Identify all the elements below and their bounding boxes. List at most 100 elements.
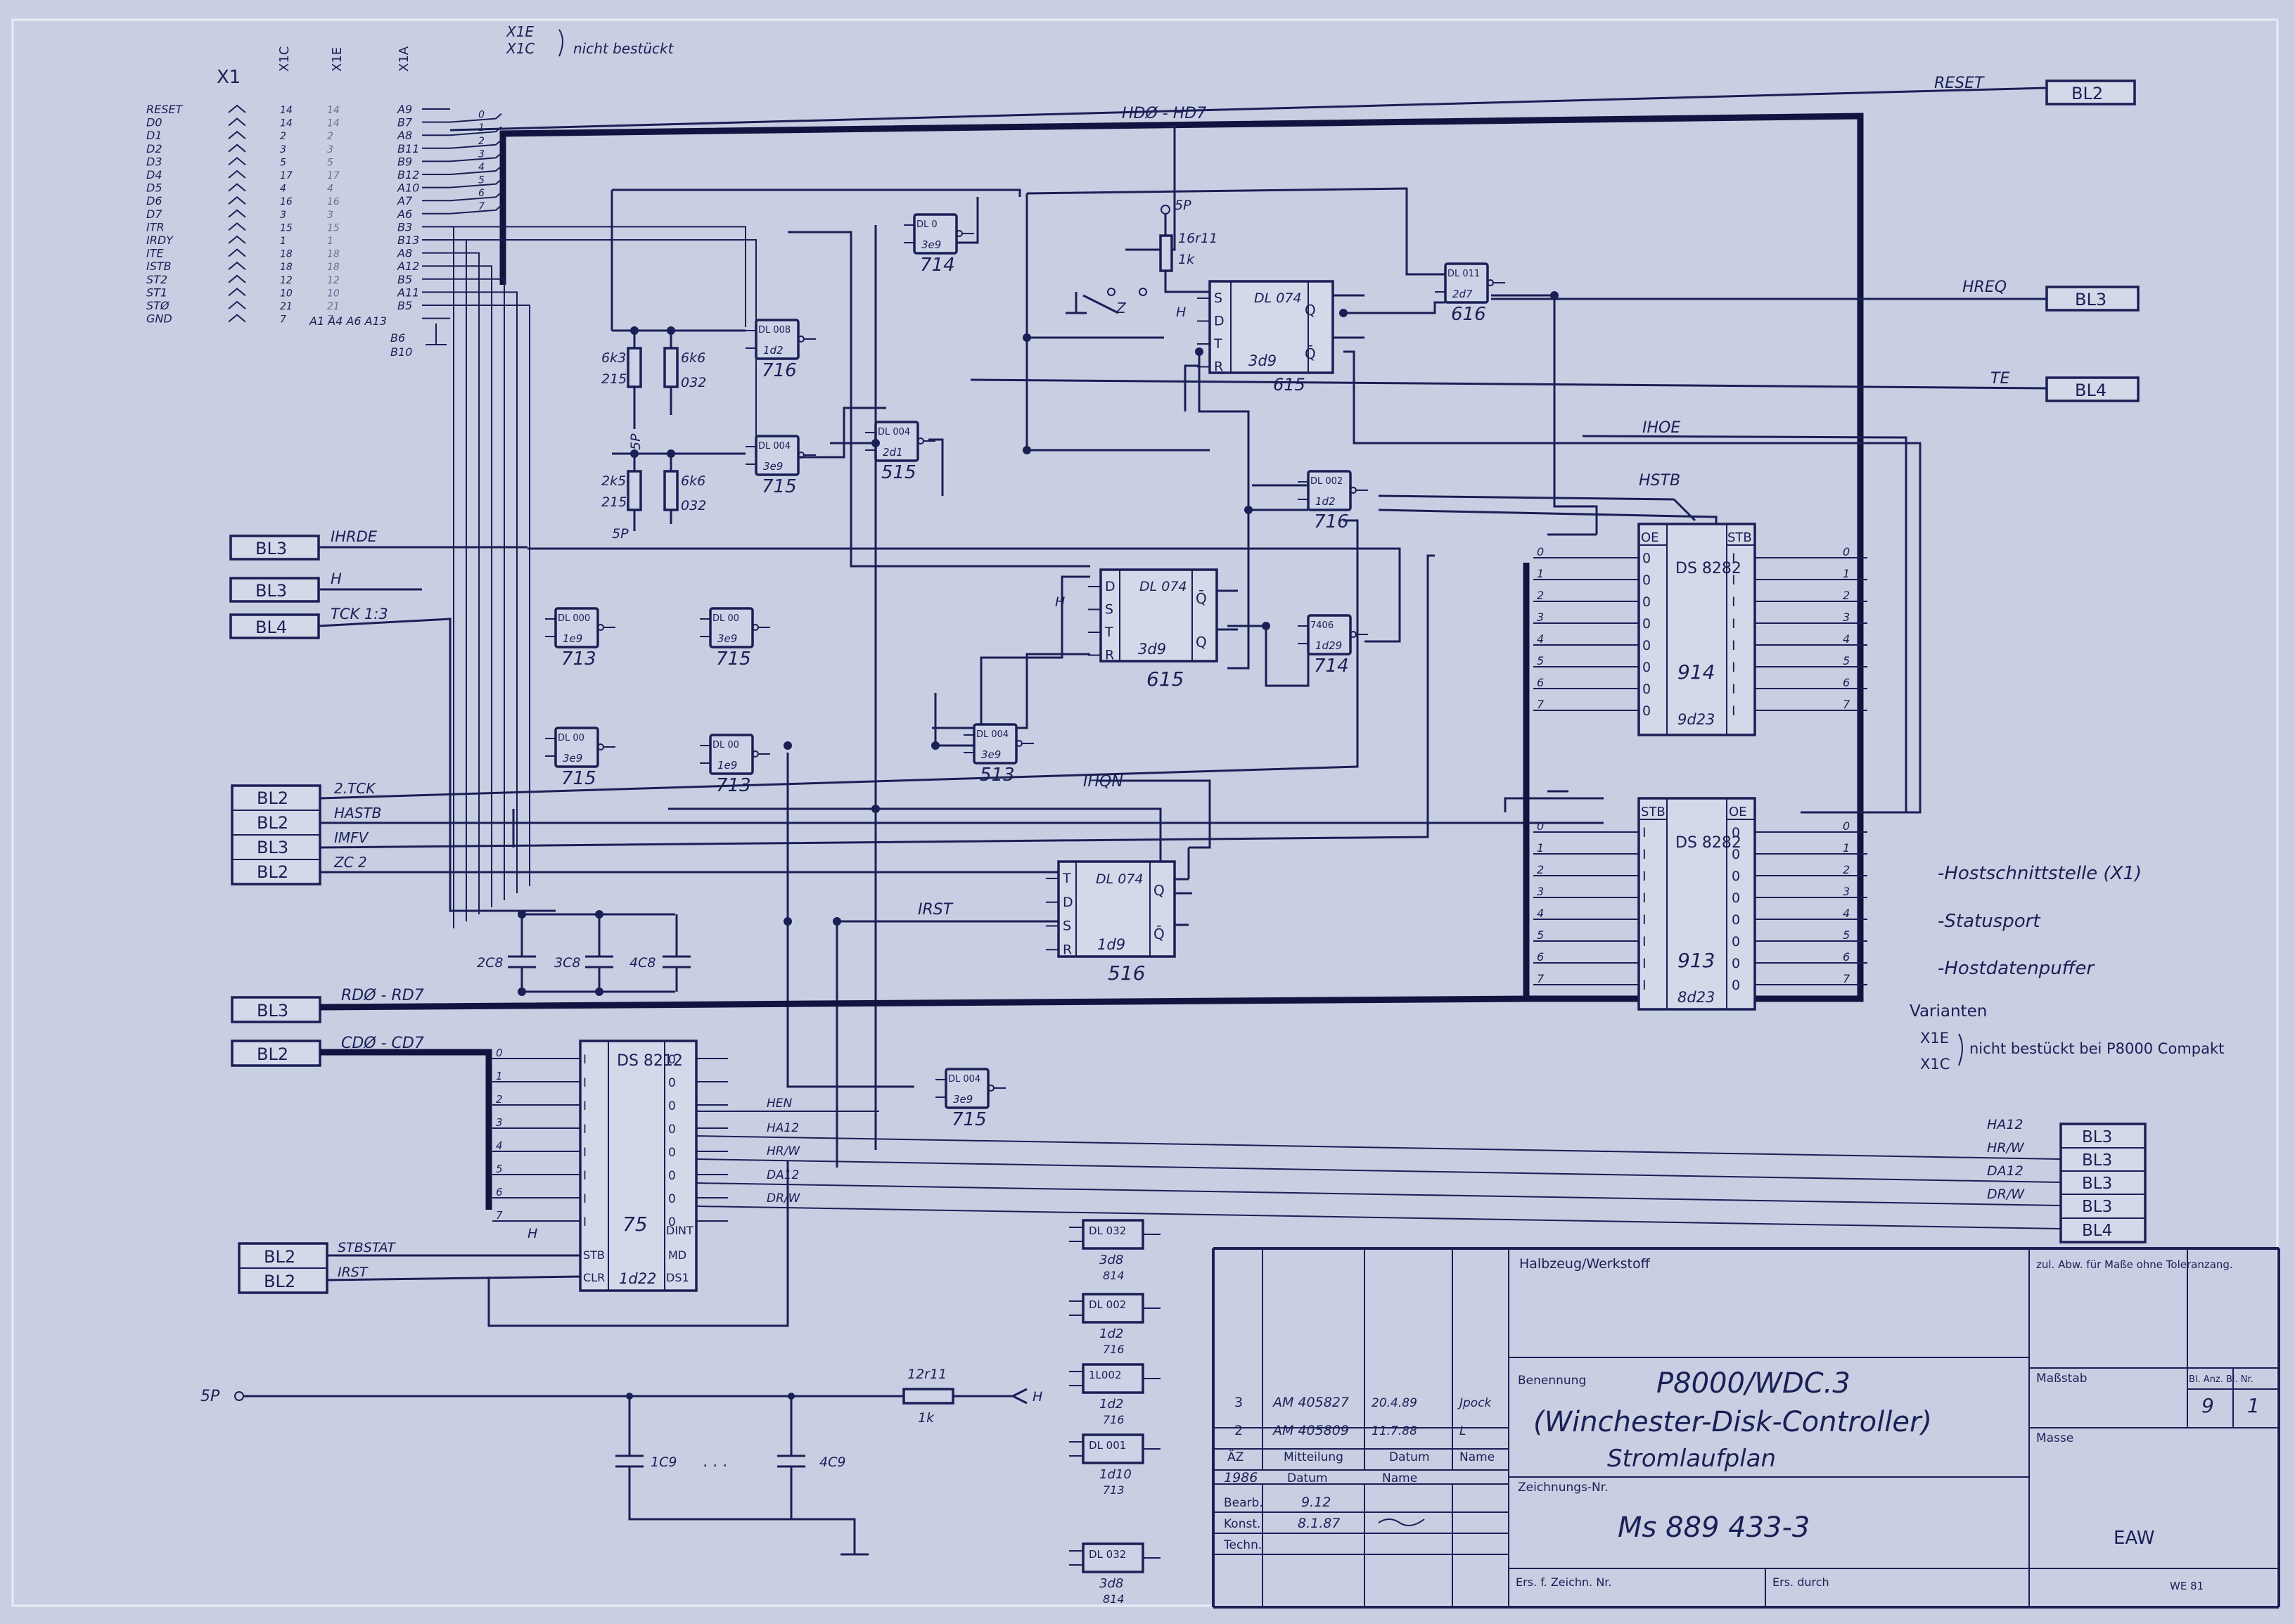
gate-position: 715 <box>561 768 596 789</box>
tb-sheet-label: Bl. Anz. Bl. Nr. <box>2189 1374 2254 1385</box>
connector-pin-arrow <box>228 314 246 323</box>
connector-fan-wire-irdy <box>450 239 757 450</box>
tb-name-col: Name <box>1382 1471 1417 1485</box>
gate-type: DL 000 <box>558 613 590 624</box>
connector-signal-label: IRDY <box>146 234 174 247</box>
spare-gate-ref: 1d2 <box>1099 1397 1123 1412</box>
spare-gate-ref: 1d10 <box>1099 1467 1132 1482</box>
latch-io-mark: 0 <box>1642 573 1651 588</box>
gate-pins <box>964 734 1034 753</box>
resistor-sp-1: 5P <box>628 433 644 450</box>
connector-pin-e: 21 <box>327 301 340 312</box>
hd-bus-tap-index: 1 <box>478 122 485 134</box>
connector-fan-wires <box>450 226 757 928</box>
connector-pin-c: 21 <box>280 301 293 312</box>
offsheet-2tck-sig: 2.TCK <box>334 780 376 797</box>
bus-bit-index: 6 <box>1537 676 1544 689</box>
bus-bit-index: 4 <box>1537 907 1544 920</box>
right-signal-local-label: HR/W <box>767 1144 800 1158</box>
connector-x1-label: X1 <box>217 67 241 88</box>
latch-io-mark: I <box>1732 573 1736 588</box>
hd-bus-tap <box>449 165 502 175</box>
bus-bit-index: 2 <box>1843 863 1850 876</box>
cap-4c8-label: 4C8 <box>629 955 656 971</box>
ds3-md: MD <box>668 1248 686 1262</box>
gate-position: 714 <box>1314 656 1349 677</box>
svg-text:. . .: . . . <box>703 1453 728 1471</box>
ds3-stb: STB <box>583 1248 605 1262</box>
latch-io-mark: I <box>1732 616 1736 632</box>
tb-sheet-total: 9 <box>2201 1394 2214 1417</box>
cap-3c8-label: 3C8 <box>554 955 580 971</box>
latch-io-mark: I <box>1642 869 1647 884</box>
ff3-pos: 516 <box>1108 961 1145 985</box>
connector-signal-label: ITR <box>146 220 165 234</box>
gate-ref: 1d2 <box>763 344 784 357</box>
pullup-resistors: 6k3 215 6k6 032 2k5 215 6k6 032 5P 5P <box>601 329 746 542</box>
hreq-line: HREQ BL3 <box>1491 279 2140 312</box>
connector-pin-a: B5 <box>397 299 412 312</box>
flipflop-input-pin: D <box>1214 314 1225 329</box>
resistor-sp-2: 5P <box>612 526 629 542</box>
rev-2-name: L <box>1459 1424 1466 1438</box>
connector-pin-e: 3 <box>327 144 333 155</box>
spare-gate-pos: 814 <box>1103 1269 1125 1282</box>
right-signal-line <box>696 1158 2061 1183</box>
port-io-mark: 0 <box>668 1123 676 1137</box>
junction-dot <box>1262 622 1270 630</box>
gate-ref: 3e9 <box>953 1093 973 1106</box>
connector-signal-label: ITE <box>146 247 164 260</box>
cd-bus-label: CDØ - CD7 <box>341 1035 424 1052</box>
right-signal-line <box>696 1206 2061 1229</box>
ff1-pullup: 5P 16r11 1k Z <box>1066 198 1217 317</box>
supply-res-value: 12r11 <box>907 1367 947 1382</box>
hd-bus-tap-index: 2 <box>478 136 485 147</box>
offsheet-ihrde-ref: BL3 <box>255 539 287 558</box>
junction-dot <box>518 987 526 996</box>
te-line-label: TE <box>1990 370 2009 388</box>
gate-position: 716 <box>1314 511 1349 532</box>
offsheet-ihrde: BL3 IHRDE <box>229 528 528 561</box>
gate-pins <box>545 738 615 757</box>
bus-bit-index: 3 <box>1843 610 1850 624</box>
resistor-4-ref: 032 <box>681 498 706 513</box>
ff1-h-input: H <box>1176 305 1186 320</box>
bus-bit-index: 1 <box>1843 567 1850 580</box>
latch-io-mark: I <box>1732 682 1736 697</box>
right-ha12-ref: BL3 <box>2082 1128 2112 1146</box>
role-bearb: Bearb. <box>1224 1496 1263 1510</box>
right-da12-ref: BL3 <box>2082 1175 2112 1193</box>
right-signal-line <box>696 1135 2061 1160</box>
connector-pin-e: 14 <box>327 118 340 129</box>
cd-bit-index: 6 <box>496 1186 503 1198</box>
connector-pin-c: 16 <box>280 196 293 207</box>
gate-type: DL 002 <box>1310 476 1343 487</box>
flipflop-output-qn: Q̄ <box>1305 345 1316 362</box>
bus-bit-index: 7 <box>1843 698 1850 711</box>
right-da12-sig: DA12 <box>1987 1163 2024 1179</box>
connector-pin-a: B9 <box>397 155 412 168</box>
resistor-1-ref: 215 <box>601 371 627 387</box>
latch-io-mark: 0 <box>1732 956 1740 971</box>
ds3-pos: 75 <box>622 1213 648 1236</box>
spare-gate-body <box>1082 1293 1144 1324</box>
variants-code-x1e: X1E <box>1920 1030 1949 1047</box>
ff2-pos: 615 <box>1146 667 1184 691</box>
latch-io-mark: I <box>1732 638 1736 653</box>
ds2-type: DS 8282 <box>1675 834 1741 852</box>
bus-bit-index: 7 <box>1537 972 1545 985</box>
reset-line: RESET BL2 <box>449 75 2136 132</box>
bus-bit-index: 0 <box>1537 545 1544 558</box>
connector-pin-arrow <box>228 222 246 231</box>
gate-type: DL 004 <box>758 441 791 452</box>
irst-signal-label: IRST <box>918 901 954 919</box>
connector-pin-c: 2 <box>280 131 286 142</box>
latch-io-mark: I <box>1732 703 1736 719</box>
